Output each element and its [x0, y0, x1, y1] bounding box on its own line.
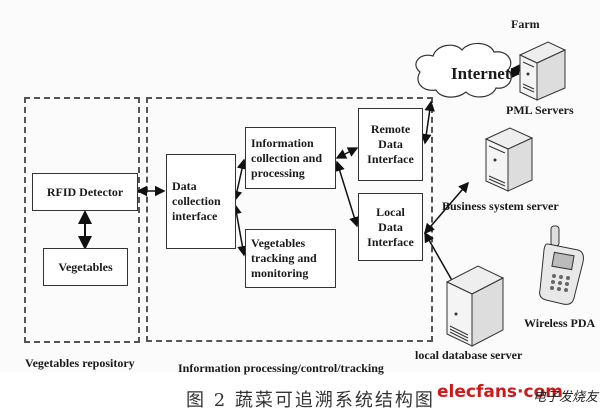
node-remote-data-interface: Remote Data Interface [358, 108, 423, 181]
edge-dc-info [231, 158, 248, 202]
pml-servers-label: PML Servers [506, 103, 574, 117]
node-label-line: Interface [367, 152, 414, 166]
business-server-icon [484, 127, 534, 192]
node-label-line: collection and [251, 150, 322, 165]
group-vegetables-repository [24, 97, 140, 343]
node-label-line: Data [378, 137, 403, 151]
node-local-data-interface: Local Data Interface [358, 193, 423, 261]
node-label-line: Data [378, 219, 403, 234]
node-label-line: collection [172, 194, 221, 208]
local-database-server-icon [445, 265, 505, 347]
node-label-line: Local [376, 204, 405, 219]
node-label: Vegetables [58, 259, 113, 274]
node-vegetables: Vegetables [43, 248, 128, 286]
node-data-collection-interface: Data collection interface [166, 154, 236, 249]
node-label: RFID Detector [46, 184, 124, 199]
node-label-line: Vegetables [251, 236, 306, 250]
edge-info-remote [335, 147, 359, 159]
farm-label: Farm [511, 17, 540, 31]
watermark-brand: elecfans·com [437, 382, 563, 402]
node-information-collection: Information collection and processing [245, 127, 336, 189]
edge-dc-tracking [231, 203, 248, 257]
wireless-pda-label: Wireless PDA [524, 316, 596, 330]
node-label-line: Data [172, 179, 197, 193]
watermark-cn: 电子发烧友 [533, 390, 599, 405]
wireless-pda-icon [539, 225, 584, 305]
edge-remote-internet [421, 100, 435, 145]
node-vegetables-tracking: Vegetables tracking and monitoring [245, 229, 336, 288]
node-label-line: Information [251, 135, 314, 150]
node-label-line: Interface [367, 234, 414, 249]
node-label-line: Remote [370, 122, 411, 136]
business-server-label: Business system server [442, 199, 559, 213]
node-label-line: processing [251, 165, 305, 180]
node-label-line: interface [172, 209, 218, 223]
node-rfid-detector: RFID Detector [32, 173, 138, 211]
edge-local-business [424, 181, 469, 235]
internet-cloud-icon [415, 42, 512, 98]
local-database-server-label: local database server [415, 348, 523, 362]
node-label-line: monitoring [251, 266, 309, 280]
node-label-line: tracking and [251, 251, 317, 265]
group-label-processing: Information processing/control/tracking [178, 361, 384, 375]
edge-info-local [334, 160, 360, 228]
internet-label: Internet [451, 64, 511, 83]
figure-caption: 图 2 蔬菜可追溯系统结构图 [186, 390, 435, 411]
pml-server-icon [518, 41, 567, 101]
group-label-repository: Vegetables repository [25, 356, 135, 370]
